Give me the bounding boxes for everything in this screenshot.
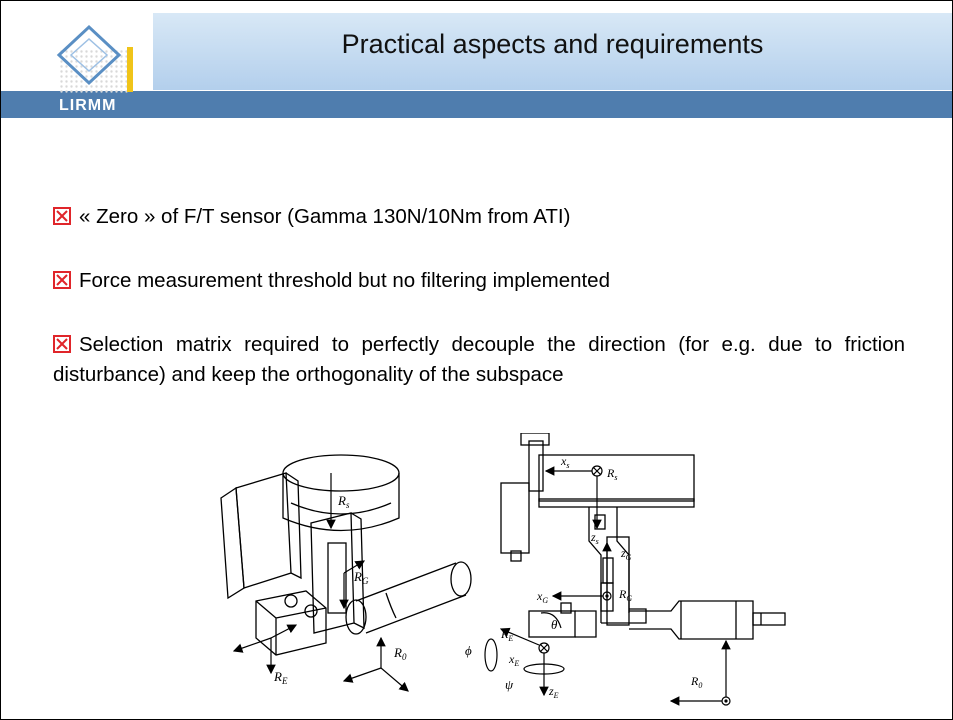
- frame-label-r0: R0: [393, 645, 407, 662]
- frame-label-re: RE: [500, 627, 513, 643]
- frame-label-re: RE: [273, 669, 288, 686]
- gripper-perspective-figure: Rs RG RE R0: [220, 454, 472, 692]
- angle-label-psi: ψ: [505, 677, 514, 692]
- slide-title: Practical aspects and requirements: [341, 29, 764, 59]
- logo-text: LIRMM: [59, 97, 117, 114]
- bullet-text: Selection matrix required to perfectly d…: [53, 333, 905, 386]
- axis-label-xs: xs: [560, 454, 569, 470]
- bullet-text: « Zero » of F/T sensor (Gamma 130N/10Nm …: [79, 205, 571, 228]
- checkbox-cross-icon: [53, 335, 71, 353]
- slide-header: Practical aspects and requirements LIRMM: [1, 1, 952, 118]
- checkbox-cross-icon: [53, 207, 71, 225]
- header-bar: [1, 91, 952, 118]
- lirmm-logo-icon: [56, 24, 133, 93]
- frame-label-rg: RG: [353, 569, 369, 586]
- bullet-item: « Zero » of F/T sensor (Gamma 130N/10Nm …: [53, 202, 570, 232]
- frame-label-rs: Rs: [606, 466, 617, 482]
- axis-label-zs: zs: [590, 530, 599, 546]
- axis-label-xe: xE: [508, 652, 519, 668]
- axis-label-zg: zG: [620, 546, 632, 562]
- frame-label-r0: R0: [690, 674, 702, 690]
- axis-label-ze: zE: [548, 684, 559, 700]
- frame-label-rg: RG: [618, 587, 632, 603]
- title-band: [153, 13, 952, 90]
- angle-label-phi: ϕ: [465, 643, 472, 658]
- gripper-schematic-figure: xs Rs zs zG xG RG RE θ ϕ xE ψ zE R0: [465, 433, 786, 706]
- bullet-item: Force measurement threshold but no filte…: [53, 266, 610, 296]
- bullet-item: Selection matrix required to perfectly d…: [53, 330, 905, 390]
- angle-label-theta: θ: [551, 617, 558, 632]
- axis-label-xg: xG: [536, 589, 548, 605]
- checkbox-cross-icon: [53, 271, 71, 289]
- bullet-text: Force measurement threshold but no filte…: [79, 269, 610, 292]
- frame-label-rs: Rs: [337, 493, 350, 510]
